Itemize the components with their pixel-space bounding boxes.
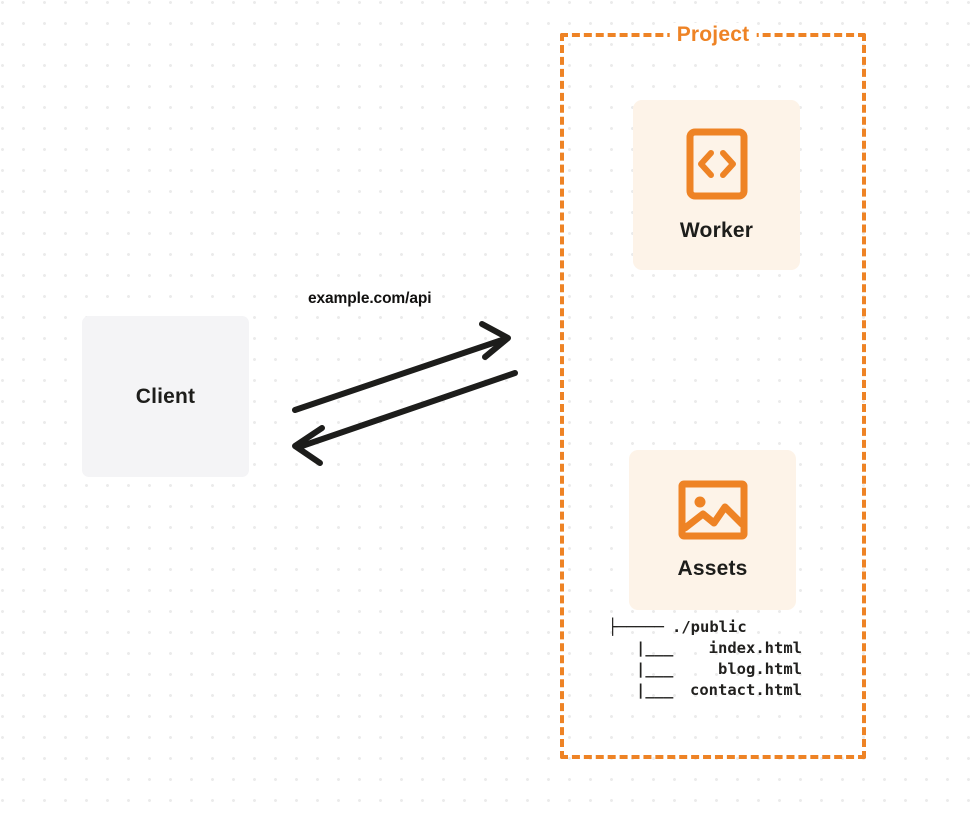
tree-node-name: blog.html [718,660,802,678]
client-node[interactable]: Client [82,316,249,477]
assets-card[interactable]: Assets [629,450,796,610]
tree-node-name: contact.html [690,681,802,699]
file-tree-row: |___ index.html [608,638,802,659]
tree-branch-glyph: |___ [608,639,674,657]
tree-branch-glyph: |___ [608,660,674,678]
client-node-label: Client [135,384,196,408]
file-tree-row: |___ blog.html [608,659,802,680]
tree-node-name: ./public [672,618,747,636]
connection-label: example.com/api [308,290,432,307]
request-arrow [292,321,511,413]
project-title: Project [669,23,757,47]
image-icon [678,480,748,545]
assets-card-label: Assets [677,556,748,580]
file-tree-row: ├───── ./public [608,617,802,638]
tree-node-name: index.html [708,639,802,657]
connection-arrows-svg [292,321,518,466]
tree-branch-glyph: ├───── [608,618,664,636]
worker-card[interactable]: Worker [633,100,800,270]
tree-branch-glyph: |___ [608,681,674,699]
worker-card-label: Worker [679,218,754,242]
response-arrow [292,370,518,466]
code-brackets-icon [686,128,748,205]
file-tree-row: |___ contact.html [608,680,802,701]
project-container: Project [560,23,866,759]
file-tree: ├───── ./public |___ index.html |___ blo… [608,617,802,701]
connection-arrows [270,280,530,470]
